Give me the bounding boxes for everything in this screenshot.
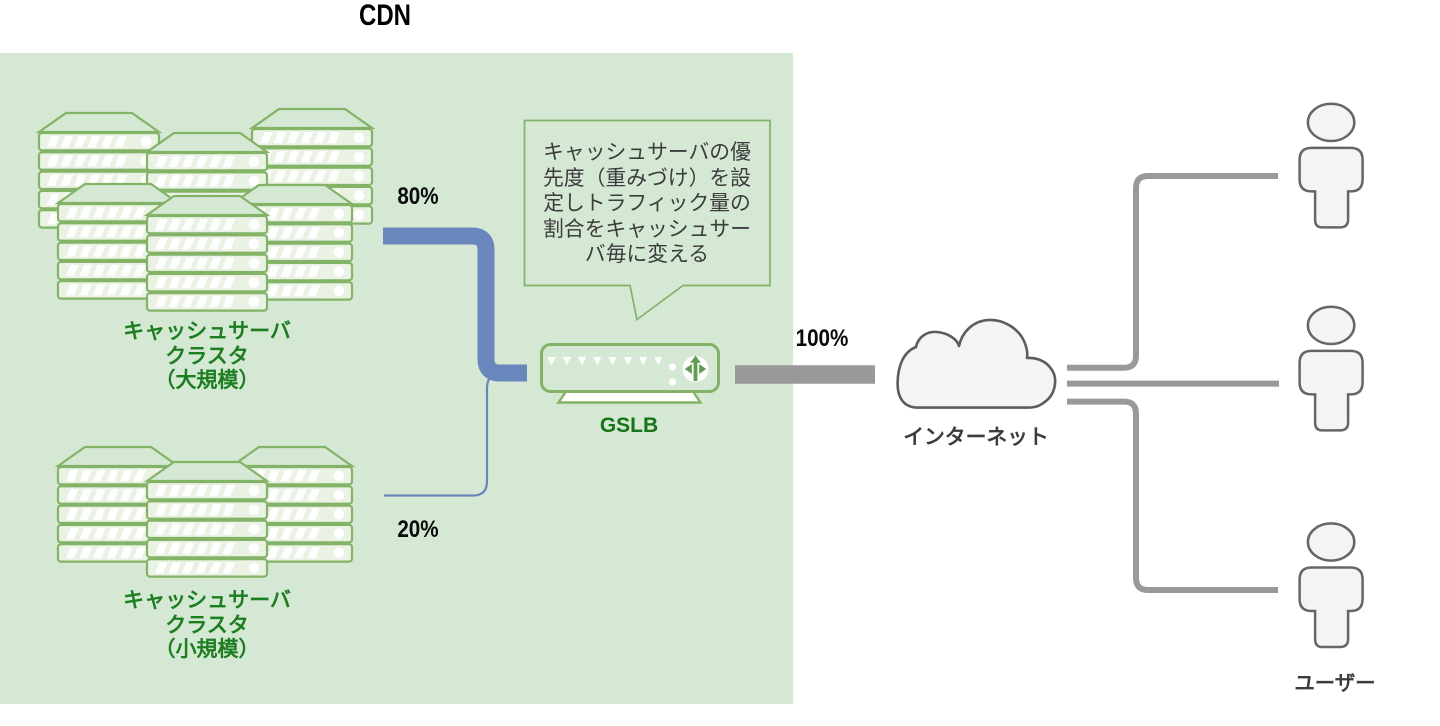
server-cluster-small [58,447,352,577]
gslb-status-led [668,363,677,371]
cluster-large-label: キャッシュサーバ クラスタ （大規模） [123,320,291,393]
load-balancer-icon [684,355,707,381]
cdn-title: CDN [359,0,411,32]
user-icon [1298,305,1364,432]
gslb-status-led [668,378,677,386]
internet-label: インターネット [903,426,1049,449]
gslb-port-leds [547,357,663,366]
weight-80-label: 80% [397,183,439,210]
connector-80-percent [383,227,527,382]
server-cluster-large [39,109,372,311]
cluster-small-label: キャッシュサーバ クラスタ （小規模） [123,589,291,662]
connector-user-1 [1067,173,1278,371]
server-stack-icon [147,462,267,577]
weight-20-label: 20% [397,516,439,543]
users-label: ユーザー [1294,673,1376,695]
user-icon [1298,102,1364,229]
connector-user-3 [1067,398,1278,593]
gslb-label: GSLB [599,414,659,437]
internet-cloud-icon [896,318,1057,409]
callout-text: キャッシュサーバの優 先度（重みづけ）を設 定しトラフィック量の 割合をキャッシ… [543,141,751,267]
user-icon [1298,522,1364,649]
user-group [1298,102,1364,649]
gslb-device-icon [540,343,720,404]
callout-bubble [523,119,771,321]
server-stack-icon [147,196,267,311]
weight-100-label: 100% [795,325,849,352]
